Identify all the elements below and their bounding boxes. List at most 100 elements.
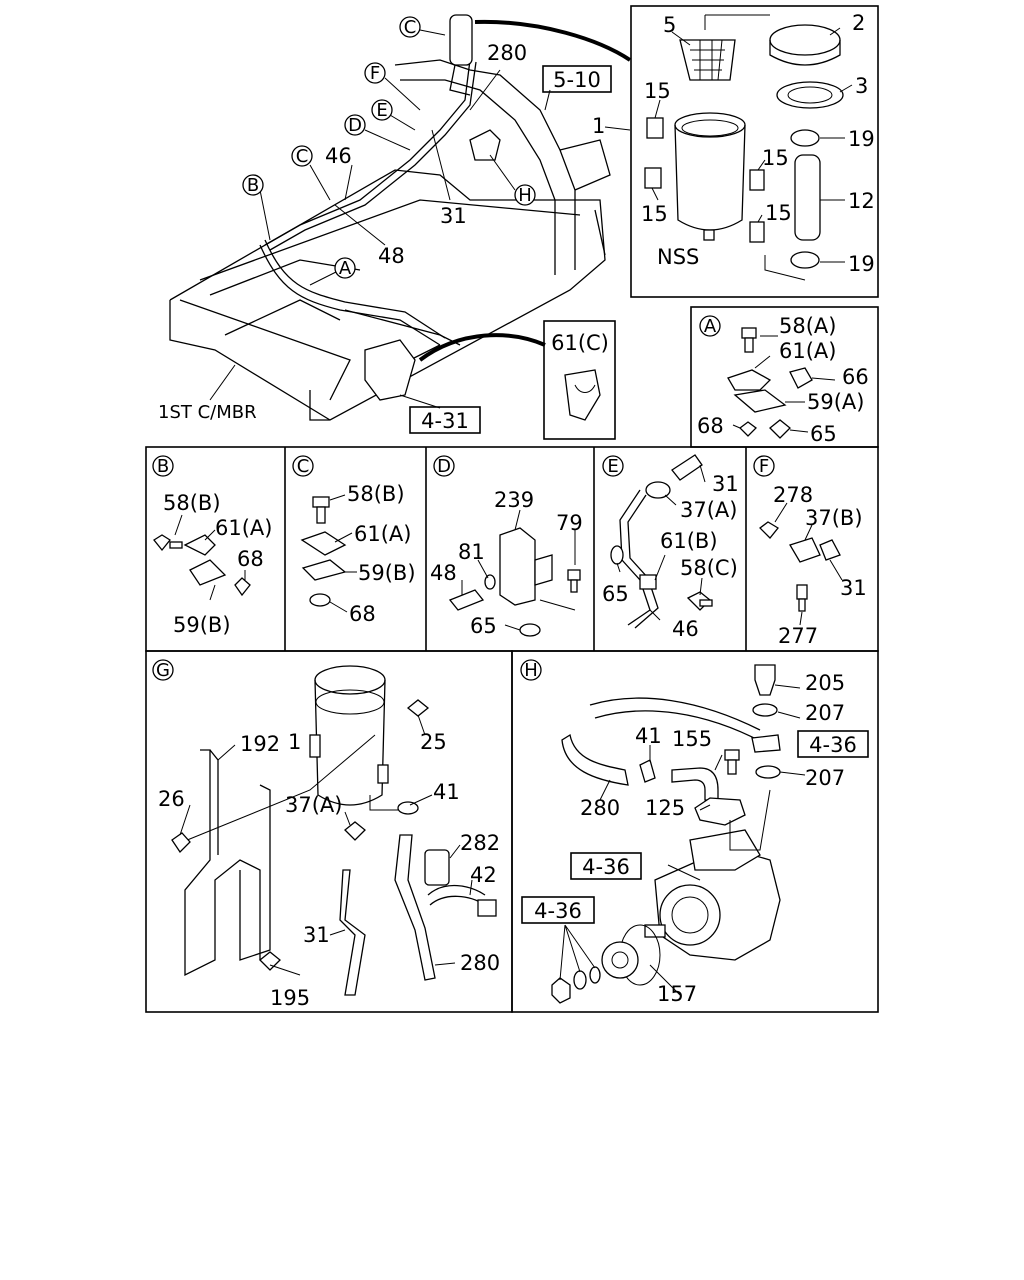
tank-part-19-top: 19 bbox=[848, 127, 875, 151]
overview-part-1: 1 bbox=[592, 114, 605, 138]
ref-box-4-36-left: 4-36 bbox=[521, 896, 595, 924]
detail-d-letter: D bbox=[433, 455, 455, 477]
detail-b-letter: B bbox=[152, 455, 174, 477]
detail-d-part-65: 65 bbox=[470, 614, 497, 638]
svg-text:4-36: 4-36 bbox=[809, 733, 857, 757]
tank-part-19-bottom: 19 bbox=[848, 252, 875, 276]
inset-61c: 61(C) bbox=[543, 320, 616, 440]
detail-h-part-155: 155 bbox=[672, 727, 712, 751]
detail-g-part-41: 41 bbox=[433, 780, 460, 804]
detail-f-drawing bbox=[759, 502, 843, 626]
detail-h-part-41: 41 bbox=[635, 724, 662, 748]
detail-f-part-277: 277 bbox=[778, 624, 818, 648]
overview-part-46: 46 bbox=[325, 144, 352, 168]
tank-part-15-c: 15 bbox=[641, 202, 668, 226]
detail-h-part-280: 280 bbox=[580, 796, 620, 820]
svg-text:C: C bbox=[296, 146, 309, 167]
tank-part-2: 2 bbox=[852, 11, 865, 35]
svg-text:4-36: 4-36 bbox=[582, 855, 630, 879]
ref-box-4-36-mid: 4-36 bbox=[570, 852, 642, 880]
svg-text:A: A bbox=[704, 316, 717, 337]
tank-part-15-b: 15 bbox=[762, 146, 789, 170]
detail-e-part-65: 65 bbox=[602, 582, 629, 606]
detail-c-part-68: 68 bbox=[349, 602, 376, 626]
tank-exploded-drawing bbox=[644, 14, 853, 281]
detail-b-part-68: 68 bbox=[237, 547, 264, 571]
callout-c-top: C bbox=[399, 16, 421, 38]
overview-part-31: 31 bbox=[440, 204, 467, 228]
detail-c-part-58b: 58(B) bbox=[347, 482, 405, 506]
detail-g-part-282: 282 bbox=[460, 831, 500, 855]
detail-e-part-37a: 37(A) bbox=[680, 498, 737, 522]
detail-d-part-81: 81 bbox=[458, 540, 485, 564]
svg-text:C: C bbox=[297, 456, 310, 477]
detail-c-part-61a: 61(A) bbox=[354, 522, 411, 546]
detail-b-part-61a: 61(A) bbox=[215, 516, 272, 540]
overview-part-48: 48 bbox=[378, 244, 405, 268]
detail-row-dividers bbox=[284, 447, 747, 651]
detail-h-part-125: 125 bbox=[645, 796, 685, 820]
svg-text:H: H bbox=[518, 185, 532, 206]
detail-f-part-37b: 37(B) bbox=[805, 506, 863, 530]
detail-c-letter: C bbox=[292, 455, 314, 477]
detail-a-letter: A bbox=[699, 315, 721, 337]
overview-frame-drawing bbox=[169, 14, 632, 421]
svg-text:F: F bbox=[370, 63, 380, 84]
callout-a: A bbox=[334, 257, 356, 279]
svg-text:4-36: 4-36 bbox=[534, 899, 582, 923]
svg-text:B: B bbox=[247, 175, 259, 196]
detail-h-part-205: 205 bbox=[805, 671, 845, 695]
svg-text:G: G bbox=[156, 660, 170, 681]
svg-text:F: F bbox=[759, 456, 769, 477]
detail-b-part-59b: 59(B) bbox=[173, 613, 231, 637]
tank-exploded-frame bbox=[630, 5, 879, 298]
overview-part-280: 280 bbox=[487, 41, 527, 65]
tank-part-5: 5 bbox=[663, 13, 676, 37]
ref-box-4-31: 4-31 bbox=[409, 406, 481, 434]
detail-b-drawing bbox=[153, 514, 251, 601]
detail-h-frame bbox=[511, 650, 879, 1013]
detail-g-part-195: 195 bbox=[270, 986, 310, 1010]
tank-part-3: 3 bbox=[855, 74, 868, 98]
svg-text:A: A bbox=[339, 258, 352, 279]
detail-d-drawing bbox=[448, 509, 581, 637]
callout-d: D bbox=[344, 114, 366, 136]
callout-e: E bbox=[371, 99, 393, 121]
detail-g-part-280: 280 bbox=[460, 951, 500, 975]
detail-e-part-31: 31 bbox=[712, 472, 739, 496]
detail-g-part-192: 192 bbox=[240, 732, 280, 756]
detail-h-part-207-top: 207 bbox=[805, 701, 845, 725]
detail-d-part-239: 239 bbox=[494, 488, 534, 512]
detail-b-part-58b: 58(B) bbox=[163, 491, 221, 515]
svg-text:H: H bbox=[524, 660, 538, 681]
callout-b: B bbox=[242, 174, 264, 196]
detail-a-part-68: 68 bbox=[697, 414, 724, 438]
detail-a-part-66: 66 bbox=[842, 365, 869, 389]
detail-f-part-31: 31 bbox=[840, 576, 867, 600]
ref-box-5-10: 5-10 bbox=[542, 65, 612, 93]
svg-text:C: C bbox=[404, 17, 417, 38]
callout-f: F bbox=[364, 62, 386, 84]
detail-e-part-61b: 61(B) bbox=[660, 529, 718, 553]
detail-g-drawing bbox=[171, 665, 497, 996]
detail-e-letter: E bbox=[602, 455, 624, 477]
detail-e-part-58c: 58(C) bbox=[680, 556, 738, 580]
detail-c-part-59b: 59(B) bbox=[358, 561, 416, 585]
callout-c-mid: C bbox=[291, 145, 313, 167]
detail-g-part-25: 25 bbox=[420, 730, 447, 754]
detail-h-drawing bbox=[551, 664, 806, 1004]
detail-e-part-46: 46 bbox=[672, 617, 699, 641]
detail-d-part-79: 79 bbox=[556, 511, 583, 535]
detail-h-part-157: 157 bbox=[657, 982, 697, 1006]
detail-g-part-42: 42 bbox=[470, 863, 497, 887]
detail-h-letter: H bbox=[520, 659, 542, 681]
overview-1st-c-mbr: 1ST C/MBR bbox=[158, 402, 257, 423]
detail-g-frame bbox=[145, 650, 513, 1013]
svg-text:4-31: 4-31 bbox=[421, 409, 469, 433]
detail-a-part-65: 65 bbox=[810, 422, 837, 446]
svg-text:E: E bbox=[607, 456, 618, 477]
detail-h-part-207-bottom: 207 bbox=[805, 766, 845, 790]
svg-text:D: D bbox=[437, 456, 451, 477]
detail-g-part-26: 26 bbox=[158, 787, 185, 811]
detail-c-drawing bbox=[300, 494, 357, 613]
